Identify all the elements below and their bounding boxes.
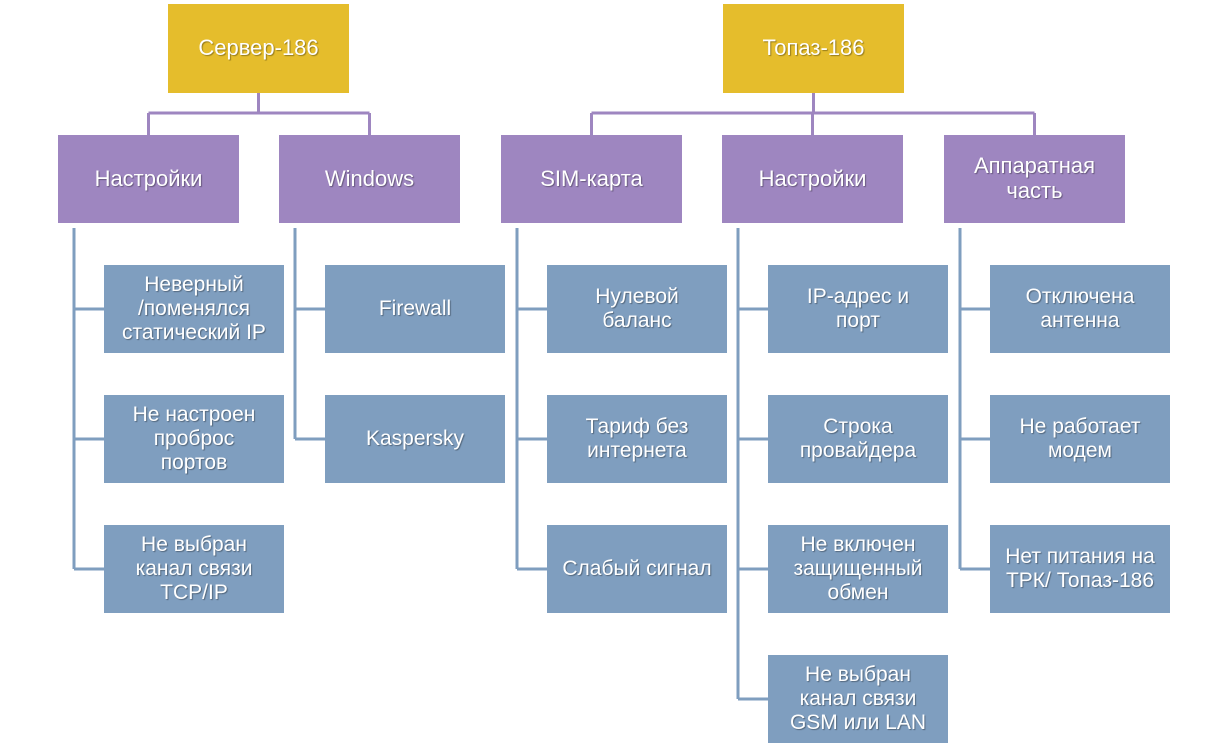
root-node: Топаз-186 — [723, 4, 904, 93]
leaf-node: Не включен защищенный обмен — [768, 525, 948, 613]
category-node: SIM-карта — [501, 135, 682, 223]
leaf-node: Слабый сигнал — [547, 525, 727, 613]
category-node: Настройки — [58, 135, 239, 223]
category-node: Аппаратная часть — [944, 135, 1125, 223]
leaf-node: Не работает модем — [990, 395, 1170, 483]
leaf-node: Не выбран канал связи GSM или LAN — [768, 655, 948, 743]
leaf-node: Firewall — [325, 265, 505, 353]
leaf-node: Отключена антенна — [990, 265, 1170, 353]
leaf-node: Нулевой баланс — [547, 265, 727, 353]
leaf-node: Строка провайдера — [768, 395, 948, 483]
category-node: Windows — [279, 135, 460, 223]
leaf-node: Не выбран канал связи TCP/IP — [104, 525, 284, 613]
root-node: Сервер-186 — [168, 4, 349, 93]
leaf-node: IP-адрес и порт — [768, 265, 948, 353]
leaf-node: Не настроен проброс портов — [104, 395, 284, 483]
category-node: Настройки — [722, 135, 903, 223]
leaf-node: Нет питания на ТРК/ Топаз-186 — [990, 525, 1170, 613]
leaf-node: Kaspersky — [325, 395, 505, 483]
leaf-node: Тариф без интернета — [547, 395, 727, 483]
leaf-node: Неверный /поменялся статический IP — [104, 265, 284, 353]
